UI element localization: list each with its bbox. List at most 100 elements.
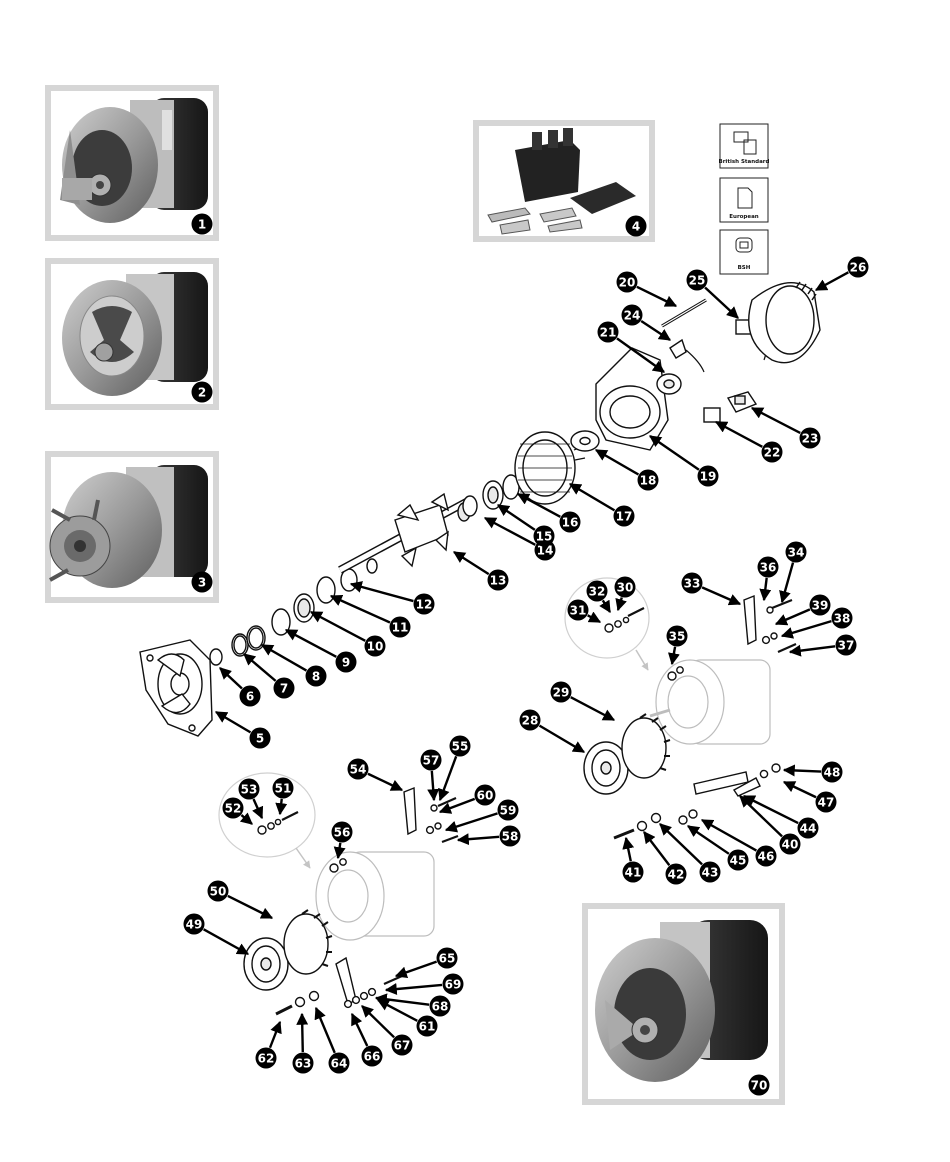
callout-number-18: 18 (640, 474, 657, 488)
callout-number-47: 47 (818, 796, 835, 810)
callout-badge-65 (436, 947, 458, 969)
callout-number-26: 26 (850, 261, 867, 275)
photo-alternator-1 (45, 85, 219, 241)
leader-line-35 (667, 646, 680, 666)
callout-number-19: 19 (700, 470, 717, 484)
callout-61: 61 (376, 998, 438, 1037)
leader-line-12 (349, 581, 414, 603)
part-stator (514, 431, 586, 505)
part-slip-ring-bearing (462, 474, 520, 517)
callout-number-2: 2 (198, 386, 206, 400)
callout-46: 46 (700, 818, 777, 867)
callout-59: 59 (444, 799, 519, 833)
callout-badge-35 (666, 625, 688, 647)
leader-line-47 (782, 780, 817, 799)
callout-badge-11 (389, 616, 411, 638)
part-cover (748, 281, 821, 364)
ghost-alternator-right (649, 659, 771, 745)
leader-line-66 (350, 1012, 369, 1047)
callout-20: 20 (616, 271, 678, 308)
callout-48: 48 (782, 761, 843, 783)
callout-number-60: 60 (477, 789, 494, 803)
callout-badge-16 (559, 511, 581, 533)
leader-line-39 (774, 608, 811, 626)
callout-65: 65 (394, 947, 458, 979)
leader-line-67 (361, 1005, 395, 1039)
callout-22: 22 (714, 420, 783, 463)
callout-badge-2 (191, 381, 213, 403)
leader-line-16 (516, 492, 561, 518)
callout-number-14: 14 (537, 544, 554, 558)
leader-line-46 (700, 818, 758, 852)
callout-number-22: 22 (764, 446, 781, 460)
leader-line-30 (615, 597, 627, 612)
callout-badge-28 (519, 709, 541, 731)
part-washer-17 (570, 430, 600, 452)
callout-number-35: 35 (669, 630, 686, 644)
callout-12: 12 (349, 581, 435, 615)
callout-25: 25 (686, 269, 739, 319)
leader-line-18 (594, 448, 640, 476)
callout-badge-53 (238, 778, 260, 800)
callout-69: 69 (384, 973, 464, 996)
callout-badge-45 (727, 849, 749, 871)
callout-4: 4 (625, 215, 647, 237)
callout-badge-38 (831, 607, 853, 629)
callout-badge-68 (429, 995, 451, 1017)
callout-badge-36 (757, 556, 779, 578)
callout-badge-47 (815, 791, 837, 813)
callout-58: 58 (456, 825, 521, 847)
callout-29: 29 (550, 681, 616, 722)
callout-number-67: 67 (394, 1039, 411, 1053)
callout-15: 15 (497, 504, 555, 547)
callout-badge-23 (799, 427, 821, 449)
key-bsh: BSH (719, 229, 769, 275)
callout-badge-15 (533, 525, 555, 547)
leader-line-48 (782, 764, 822, 777)
callout-number-32: 32 (589, 585, 606, 599)
callout-number-48: 48 (824, 766, 841, 780)
callout-badge-59 (497, 799, 519, 821)
callout-number-43: 43 (702, 866, 719, 880)
callout-66: 66 (350, 1012, 383, 1067)
callout-number-21: 21 (600, 326, 617, 340)
callout-number-7: 7 (280, 682, 288, 696)
callout-badge-4 (625, 215, 647, 237)
callout-number-39: 39 (812, 599, 829, 613)
callout-badge-29 (550, 681, 572, 703)
leader-line-58 (456, 833, 500, 846)
callout-badge-69 (442, 973, 464, 995)
photo-alternator-3 (45, 451, 219, 603)
callout-number-13: 13 (490, 574, 507, 588)
leader-line-25 (704, 286, 739, 319)
callout-number-64: 64 (331, 1057, 348, 1071)
callout-30: 30 (614, 576, 636, 612)
callout-number-34: 34 (788, 546, 805, 560)
leader-line-31 (587, 611, 602, 624)
leader-line-11 (329, 594, 391, 624)
callout-16: 16 (516, 492, 581, 533)
leader-line-54 (367, 772, 404, 792)
callout-number-15: 15 (536, 530, 553, 544)
leader-line-28 (538, 724, 586, 754)
callout-50: 50 (207, 880, 274, 920)
callout-number-28: 28 (522, 714, 539, 728)
callout-56: 56 (331, 821, 353, 860)
callout-2: 2 (191, 381, 213, 403)
callout-badge-62 (255, 1047, 277, 1069)
callout-37: 37 (788, 634, 857, 657)
callout-13: 13 (452, 550, 509, 591)
callout-number-6: 6 (246, 690, 254, 704)
callout-badge-37 (835, 634, 857, 656)
callout-5: 5 (214, 710, 271, 749)
callout-number-56: 56 (334, 826, 351, 840)
callout-badge-40 (779, 833, 801, 855)
callout-38: 38 (780, 607, 853, 639)
key-british-standard: British Standard (719, 123, 770, 169)
leader-line-33 (701, 586, 742, 606)
callout-number-20: 20 (619, 276, 636, 290)
leader-line-65 (394, 960, 438, 979)
callout-badge-41 (622, 861, 644, 883)
callout-badge-61 (416, 1015, 438, 1037)
parts-small-fixings-right (604, 594, 797, 840)
